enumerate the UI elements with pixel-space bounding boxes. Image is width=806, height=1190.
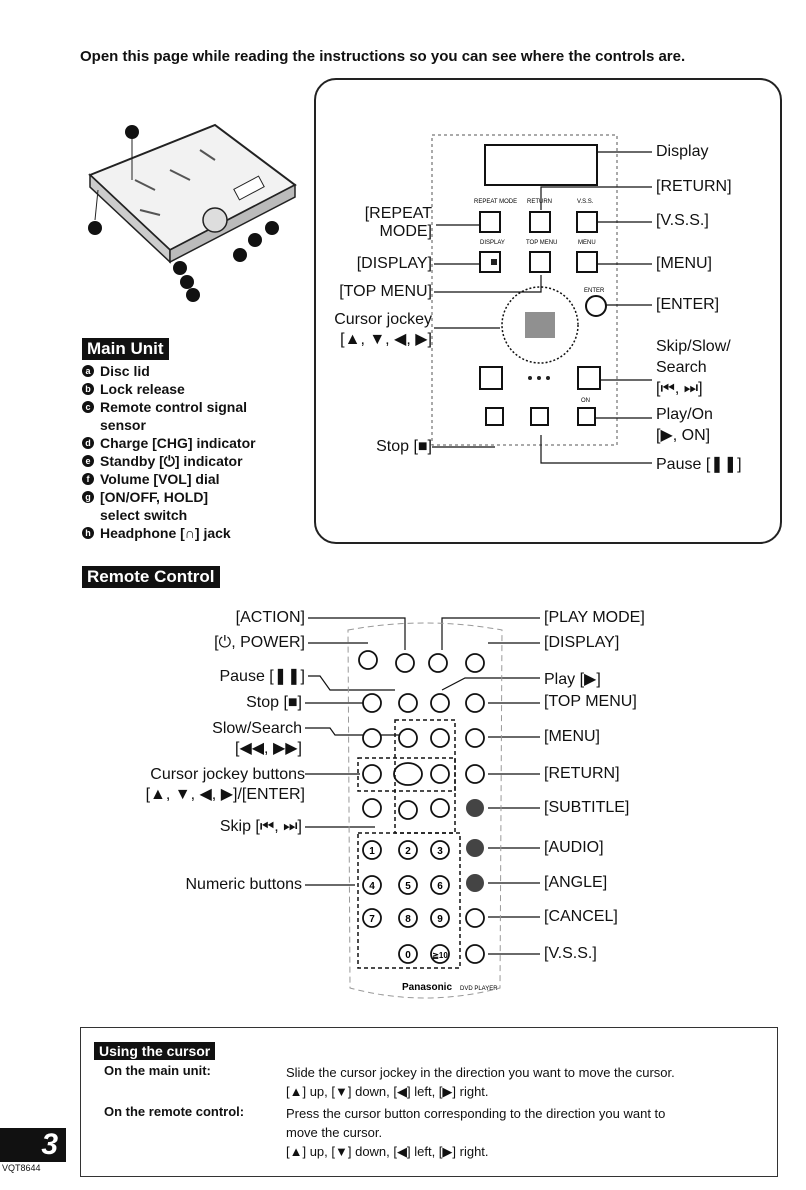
document-code: VQT8644 bbox=[2, 1163, 41, 1173]
label-play-on: Play/On[▶, ON] bbox=[656, 406, 713, 444]
label-remote-stop: Stop [■] bbox=[246, 694, 302, 711]
label-cancel: [CANCEL] bbox=[544, 908, 618, 925]
label-play-mode: [PLAY MODE] bbox=[544, 609, 645, 626]
label-angle: [ANGLE] bbox=[544, 874, 608, 891]
label-slow-search: Slow/Search[◀◀, ▶▶] bbox=[212, 720, 302, 757]
page-instruction: Open this page while reading the instruc… bbox=[80, 48, 686, 65]
svg-text:DISPLAY: DISPLAY bbox=[480, 240, 505, 246]
main-unit-illustration bbox=[88, 123, 297, 302]
label-display: Display bbox=[656, 143, 709, 160]
label-skip: Skip [⏮, ⏭] bbox=[219, 818, 302, 835]
label-menu: [MENU] bbox=[656, 255, 712, 272]
cursor-row-label-main-unit: On the main unit: bbox=[104, 1063, 211, 1078]
label-skip-slow-search: Skip/Slow/Search[⏮, ⏭] bbox=[656, 338, 731, 397]
label-vss: [V.S.S.] bbox=[656, 212, 709, 229]
svg-text:RETURN: RETURN bbox=[527, 199, 552, 205]
label-cursor-buttons: Cursor jockey buttons[▲, ▼, ◀, ▶]/[ENTER… bbox=[145, 766, 305, 803]
label-action: [ACTION] bbox=[235, 609, 305, 626]
page-number: 3 bbox=[0, 1128, 66, 1162]
cursor-row-label-remote: On the remote control: bbox=[104, 1104, 245, 1119]
label-remote-return: [RETURN] bbox=[544, 765, 620, 782]
remote-control-illustration: Panasonic DVD PLAYER bbox=[347, 622, 503, 999]
label-remote-play: Play [▶] bbox=[544, 671, 601, 688]
svg-text:ON: ON bbox=[581, 398, 590, 404]
label-subtitle: [SUBTITLE] bbox=[544, 799, 630, 816]
control-panel-diagram: REPEAT MODE RETURN V.S.S. DISPLAY TOP ME… bbox=[431, 134, 618, 446]
label-pause: Pause [❚❚] bbox=[656, 456, 742, 473]
label-remote-display: [DISPLAY] bbox=[544, 634, 620, 651]
label-power: [⏻, POWER] bbox=[214, 634, 305, 651]
control-panel-box bbox=[314, 78, 782, 544]
cursor-usage-box bbox=[80, 1027, 778, 1177]
svg-text:V.S.S.: V.S.S. bbox=[577, 199, 594, 205]
label-return: [RETURN] bbox=[656, 178, 732, 195]
cursor-row-text-remote: Press the cursor button corresponding to… bbox=[286, 1106, 666, 1159]
svg-text:ENTER: ENTER bbox=[584, 288, 605, 294]
label-remote-menu: [MENU] bbox=[544, 728, 600, 745]
label-enter: [ENTER] bbox=[656, 296, 720, 313]
label-top-menu: [TOP MENU] bbox=[339, 283, 432, 300]
label-remote-vss: [V.S.S.] bbox=[544, 945, 597, 962]
label-remote-pause: Pause [❚❚] bbox=[219, 668, 305, 685]
main-unit-heading: Main Unit bbox=[82, 338, 169, 360]
label-display-button: [DISPLAY] bbox=[356, 255, 432, 272]
label-stop: Stop [■] bbox=[376, 438, 432, 455]
list-item: g[ON/OFF, HOLD] select switch bbox=[82, 488, 292, 524]
label-numeric-buttons: Numeric buttons bbox=[185, 876, 303, 893]
svg-text:DVD PLAYER: DVD PLAYER bbox=[460, 986, 498, 992]
svg-text:TOP MENU: TOP MENU bbox=[526, 240, 557, 246]
cursor-row-text-main-unit: Slide the cursor jockey in the direction… bbox=[286, 1065, 675, 1099]
remote-control-heading: Remote Control bbox=[82, 566, 220, 588]
cursor-usage-heading: Using the cursor bbox=[94, 1042, 216, 1060]
label-cursor-jockey: Cursor jockey[▲, ▼, ◀, ▶] bbox=[334, 311, 432, 348]
svg-text:MENU: MENU bbox=[578, 240, 596, 246]
label-remote-top-menu: [TOP MENU] bbox=[544, 693, 637, 710]
svg-text:REPEAT MODE: REPEAT MODE bbox=[474, 199, 517, 205]
label-audio: [AUDIO] bbox=[544, 839, 604, 856]
svg-text:Panasonic: Panasonic bbox=[402, 982, 452, 993]
